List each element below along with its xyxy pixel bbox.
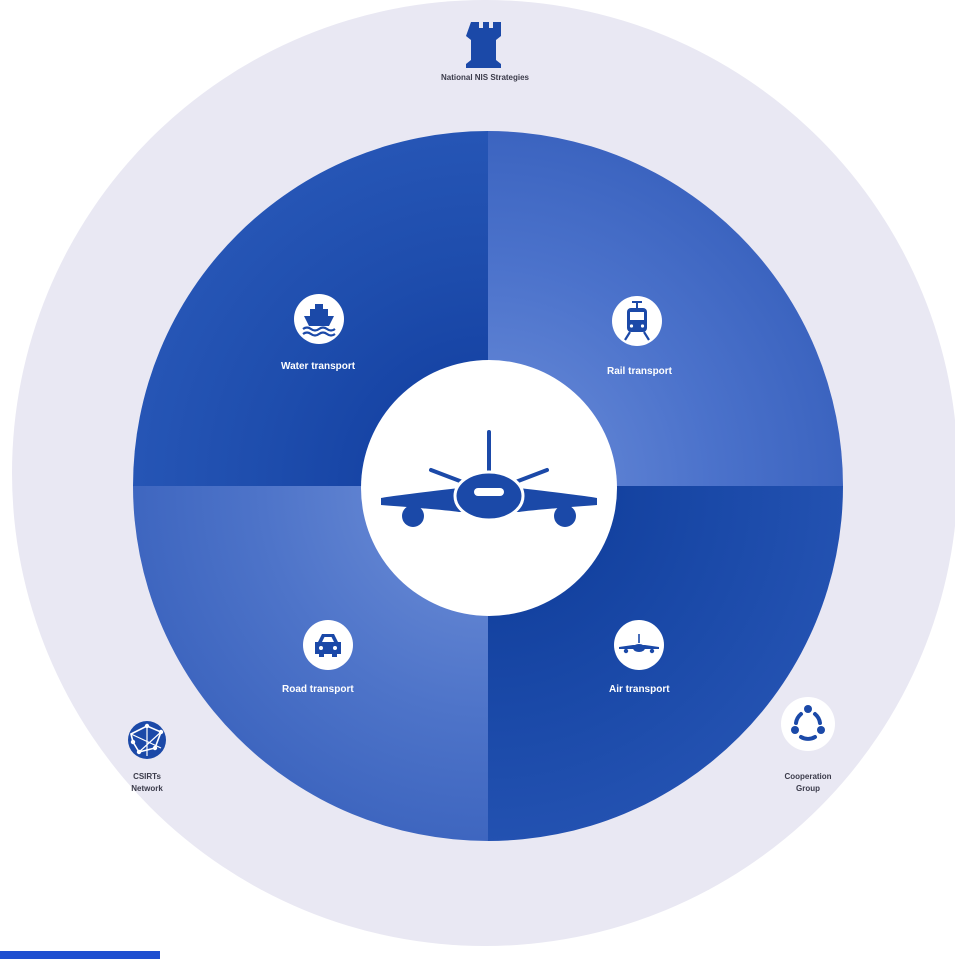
tower-icon bbox=[466, 22, 501, 68]
rail-transport-label: Rail transport bbox=[607, 366, 673, 377]
air-transport-icon bbox=[614, 620, 664, 670]
train-icon bbox=[624, 301, 650, 341]
cooperation-circle-icon bbox=[791, 705, 825, 741]
cooperation-line2: Group bbox=[796, 784, 820, 793]
csirts-network-label: CSIRTs Network bbox=[112, 771, 182, 795]
road-transport-icon bbox=[303, 620, 353, 670]
cooperation-group-label: Cooperation Group bbox=[773, 771, 843, 795]
central-airplane-icon bbox=[381, 430, 597, 527]
national-nis-strategies-label: National NIS Strategies bbox=[440, 73, 530, 82]
water-transport-icon bbox=[294, 294, 344, 344]
cooperation-line1: Cooperation bbox=[784, 772, 832, 781]
road-transport-label: Road transport bbox=[282, 684, 354, 695]
airplane-icon bbox=[619, 634, 659, 654]
globe-network-icon bbox=[128, 721, 166, 759]
csirts-line1: CSIRTs bbox=[133, 772, 161, 781]
air-transport-label: Air transport bbox=[609, 684, 670, 695]
cooperation-icon-disc bbox=[781, 697, 835, 751]
ship-icon bbox=[302, 304, 336, 337]
csirts-line2: Network bbox=[131, 784, 163, 793]
center-disc bbox=[361, 360, 617, 616]
rail-transport-icon bbox=[612, 296, 662, 346]
accent-bar bbox=[0, 951, 160, 959]
water-transport-label: Water transport bbox=[281, 361, 356, 372]
car-icon bbox=[315, 634, 341, 657]
